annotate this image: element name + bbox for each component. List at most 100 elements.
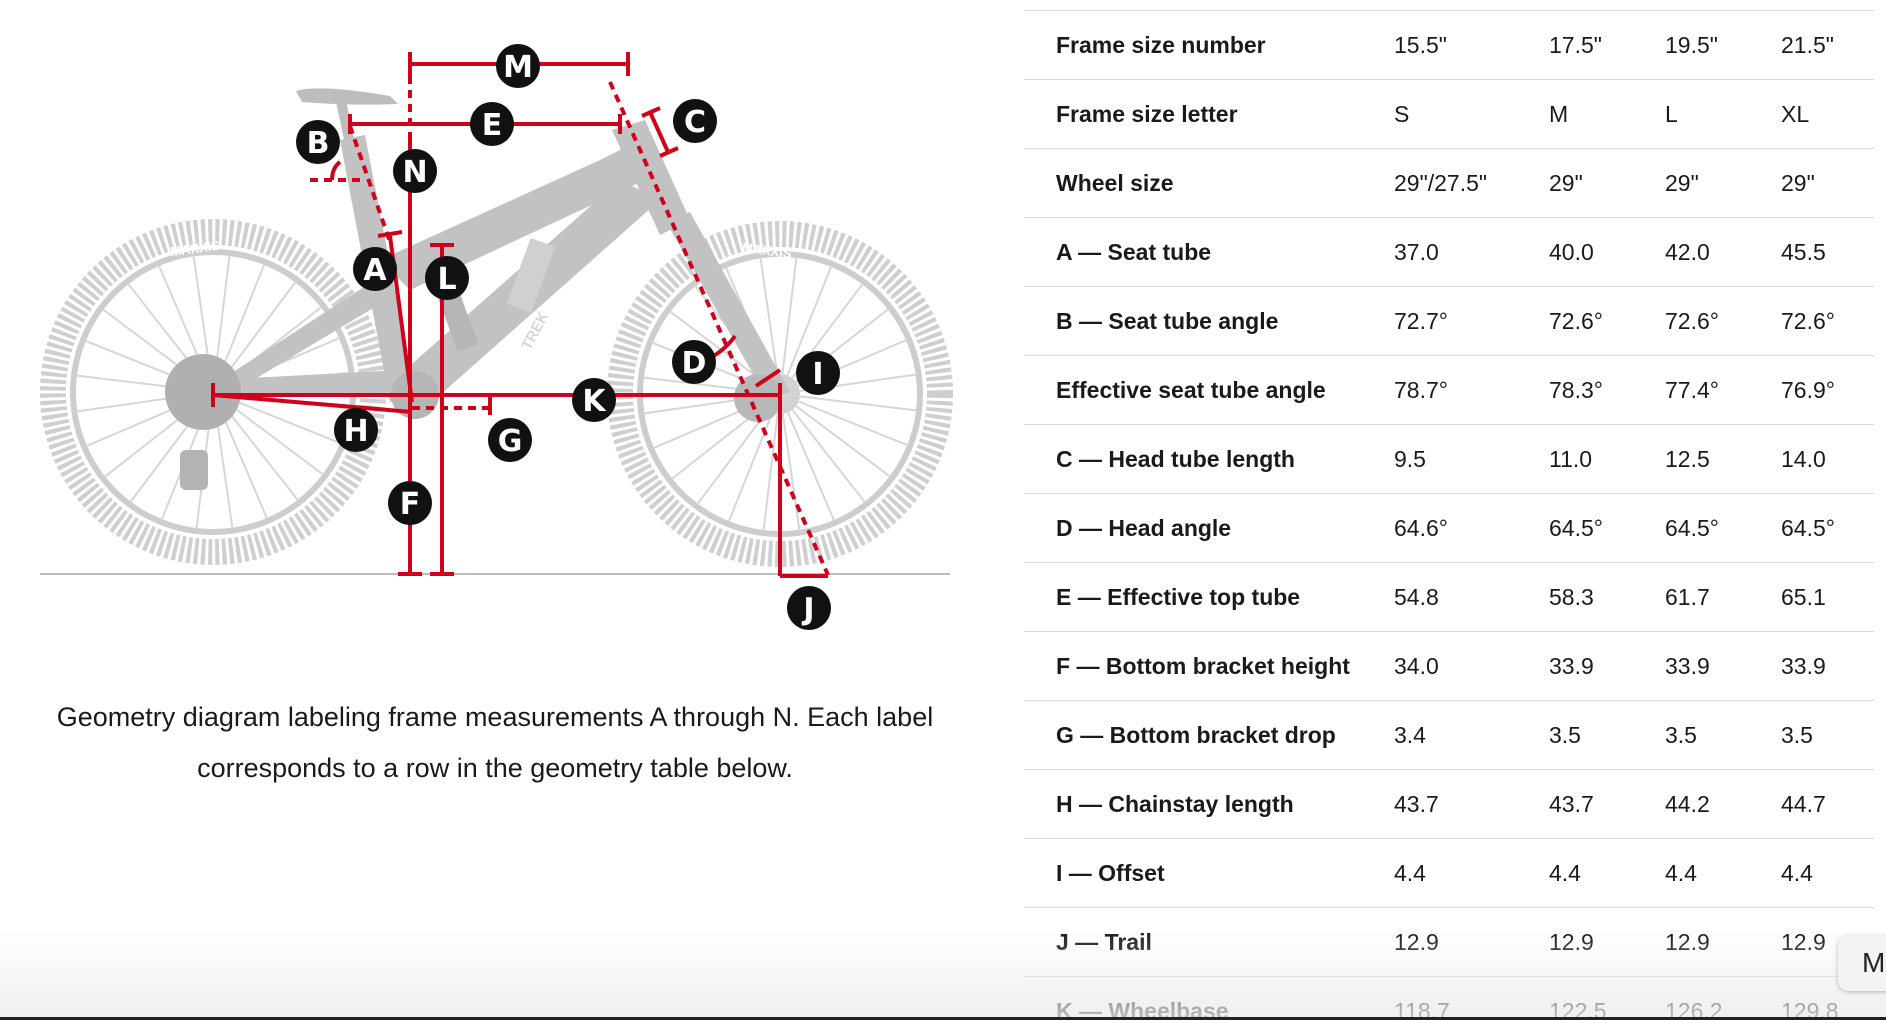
- row-label: Wheel size: [1024, 148, 1394, 218]
- value-l: 61.7: [1665, 562, 1781, 632]
- value-m: 78.3°: [1549, 355, 1665, 425]
- value-s: 9.5: [1394, 424, 1549, 494]
- bike-geometry-diagram: MAXXIS MAXXIS: [40, 44, 953, 630]
- row-label: G — Bottom bracket drop: [1024, 700, 1394, 770]
- marker-h: H: [334, 408, 378, 452]
- row-label: D — Head angle: [1024, 493, 1394, 563]
- row-label: C — Head tube length: [1024, 424, 1394, 494]
- spoke: [779, 393, 866, 504]
- spoke: [779, 283, 864, 395]
- value-l: 4.4: [1665, 838, 1781, 908]
- value-xl: 3.5: [1781, 700, 1874, 770]
- svg-text:L: L: [437, 262, 456, 297]
- value-m: 40.0: [1549, 217, 1665, 287]
- value-s: 29"/27.5": [1394, 148, 1549, 218]
- row-label: K — Wheelbase: [1024, 976, 1394, 1020]
- floating-menu-button[interactable]: M: [1838, 935, 1886, 991]
- row-label: I — Offset: [1024, 838, 1394, 908]
- value-l: 42.0: [1665, 217, 1781, 287]
- rear-tire-brand: MAXXIS: [169, 238, 221, 260]
- svg-text:M: M: [503, 50, 533, 85]
- row-label: H — Chainstay length: [1024, 769, 1394, 839]
- spoke: [779, 393, 891, 478]
- row-label: Effective seat tube angle: [1024, 355, 1394, 425]
- value-m: 29": [1549, 148, 1665, 218]
- value-l: L: [1665, 79, 1781, 149]
- value-s: 54.8: [1394, 562, 1549, 632]
- marker-c: C: [673, 99, 717, 143]
- value-m: 4.4: [1549, 838, 1665, 908]
- value-l: 19.5": [1665, 10, 1781, 80]
- spoke: [779, 373, 917, 395]
- value-m: 11.0: [1549, 424, 1665, 494]
- value-s: S: [1394, 79, 1549, 149]
- value-l: 33.9: [1665, 631, 1781, 701]
- marker-j: J: [787, 586, 831, 630]
- svg-text:E: E: [482, 108, 503, 143]
- marker-g: G: [488, 418, 532, 462]
- value-l: 64.5°: [1665, 493, 1781, 563]
- value-l: 3.5: [1665, 700, 1781, 770]
- marker-k: K: [572, 378, 616, 422]
- svg-text:J: J: [801, 592, 814, 627]
- value-xl: 4.4: [1781, 838, 1874, 908]
- value-s: 15.5": [1394, 10, 1549, 80]
- value-l: 12.9: [1665, 907, 1781, 977]
- value-m: 33.9: [1549, 631, 1665, 701]
- value-m: 17.5": [1549, 10, 1665, 80]
- svg-text:N: N: [402, 155, 427, 190]
- value-s: 12.9: [1394, 907, 1549, 977]
- value-s: 34.0: [1394, 631, 1549, 701]
- value-xl: 45.5: [1781, 217, 1874, 287]
- value-xl: 33.9: [1781, 631, 1874, 701]
- value-s: 37.0: [1394, 217, 1549, 287]
- value-xl: 72.6°: [1781, 286, 1874, 356]
- diagram-panel: MAXXIS MAXXIS: [40, 44, 953, 783]
- value-s: 72.7°: [1394, 286, 1549, 356]
- value-m: 64.5°: [1549, 493, 1665, 563]
- svg-text:F: F: [400, 487, 421, 522]
- spoke: [779, 393, 918, 412]
- value-l: 44.2: [1665, 769, 1781, 839]
- marker-e: E: [470, 102, 514, 146]
- marker-m: M: [496, 44, 540, 88]
- row-label: Frame size letter: [1024, 79, 1394, 149]
- row-label: F — Bottom bracket height: [1024, 631, 1394, 701]
- row-label: Frame size number: [1024, 10, 1394, 80]
- value-m: 72.6°: [1549, 286, 1665, 356]
- svg-text:H: H: [343, 414, 368, 449]
- value-xl: XL: [1781, 79, 1874, 149]
- row-label: J — Trail: [1024, 907, 1394, 977]
- svg-text:I: I: [812, 357, 823, 392]
- value-xl: 29": [1781, 148, 1874, 218]
- value-s: 78.7°: [1394, 355, 1549, 425]
- value-xl: 76.9°: [1781, 355, 1874, 425]
- svg-text:G: G: [498, 424, 523, 459]
- value-s: 43.7: [1394, 769, 1549, 839]
- marker-b: B: [296, 120, 340, 164]
- value-xl: 64.5°: [1781, 493, 1874, 563]
- marker-f: F: [388, 481, 432, 525]
- value-s: 3.4: [1394, 700, 1549, 770]
- svg-text:K: K: [582, 384, 607, 419]
- bottom-border: [0, 1017, 1886, 1020]
- value-s: 118.7: [1394, 976, 1549, 1020]
- value-m: M: [1549, 79, 1665, 149]
- value-m: 122.5: [1549, 976, 1665, 1020]
- marker-i: I: [796, 351, 840, 395]
- spoke: [779, 393, 836, 522]
- value-s: 64.6°: [1394, 493, 1549, 563]
